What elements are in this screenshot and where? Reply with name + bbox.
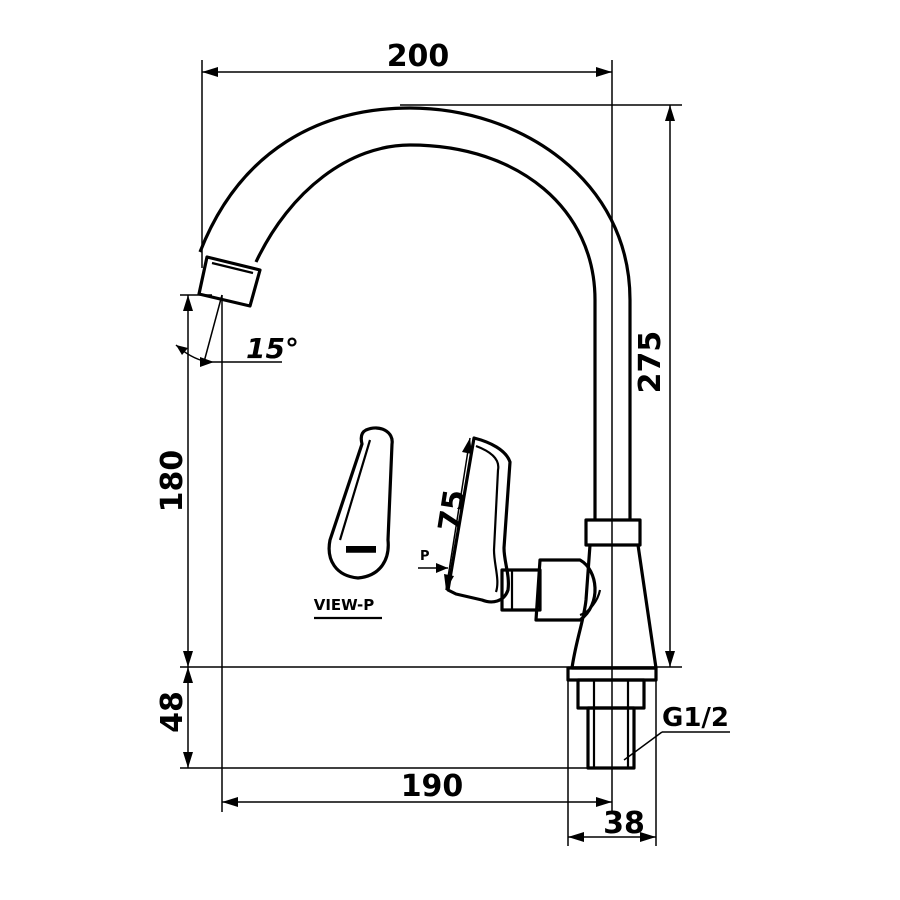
extension-lines — [180, 60, 682, 846]
faucet-outline — [197, 106, 658, 770]
dim-label-190: 190 — [401, 769, 464, 804]
handle-front-outline — [327, 426, 394, 580]
threaded-shank — [586, 706, 636, 770]
view-p-caption: VIEW-P — [314, 596, 382, 620]
spout-inner — [254, 143, 597, 520]
dimension-38: 38 — [568, 806, 656, 842]
handle-logo — [346, 546, 376, 552]
dim-label-180: 180 — [155, 450, 190, 513]
dimension-48: 48 — [155, 667, 193, 768]
spout-outer — [198, 106, 632, 520]
base-ring — [566, 666, 658, 682]
dim-label-275: 275 — [633, 331, 668, 394]
dim-label-38: 38 — [603, 806, 645, 841]
view-p-marker: P — [418, 549, 448, 573]
dimension-angle-15: 15° — [175, 294, 299, 367]
dimension-75: 75 — [432, 437, 473, 591]
dimension-200: 200 — [202, 39, 612, 77]
view-p-label: VIEW-P — [314, 596, 375, 614]
body-collar — [584, 518, 642, 547]
thread-callout: G1/2 — [623, 703, 730, 761]
dimension-275: 275 — [633, 105, 675, 667]
dim-label-200: 200 — [387, 39, 450, 74]
handle-lever — [446, 436, 512, 604]
dim-label-48: 48 — [155, 691, 190, 733]
aerator — [197, 255, 262, 308]
thread-label: G1/2 — [662, 703, 729, 733]
valve-body — [534, 558, 597, 622]
hex-nut — [576, 678, 646, 710]
dim-label-75: 75 — [432, 487, 473, 534]
view-p-handle — [327, 426, 394, 580]
dimension-180: 180 — [155, 295, 193, 667]
dim-label-15deg: 15° — [246, 332, 299, 365]
view-p-marker-label: P — [420, 549, 430, 564]
dimension-190: 190 — [222, 769, 612, 807]
